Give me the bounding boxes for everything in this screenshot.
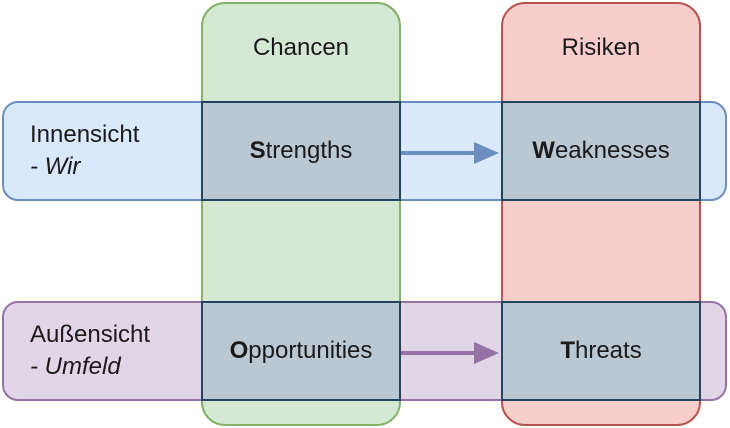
opportunities-rest: pportunities	[248, 337, 373, 364]
weaknesses-rest: eaknesses	[554, 137, 670, 164]
threats-rest: hreats	[574, 337, 642, 364]
innensicht-sublabel: - Wir	[30, 153, 81, 180]
risiken-header: Risiken	[561, 34, 641, 61]
opportunities-initial: O	[229, 337, 249, 364]
strengths-rest: trengths	[265, 137, 353, 164]
innensicht-title: Innensicht	[30, 121, 140, 148]
opportunities-to-threats-arrow	[401, 342, 499, 364]
strengths-to-weaknesses-arrow	[401, 142, 499, 164]
aussensicht-sublabel: - Umfeld	[30, 353, 121, 380]
aussensicht-title: Außensicht	[30, 321, 151, 348]
weaknesses-initial: W	[532, 137, 555, 164]
innensicht-label: Innensicht - Wir	[30, 119, 139, 183]
strengths-initial: S	[249, 137, 266, 164]
aussensicht-label: Außensicht - Umfeld	[30, 319, 150, 383]
chancen-header: Chancen	[252, 34, 350, 61]
threats-initial: T	[560, 337, 575, 364]
